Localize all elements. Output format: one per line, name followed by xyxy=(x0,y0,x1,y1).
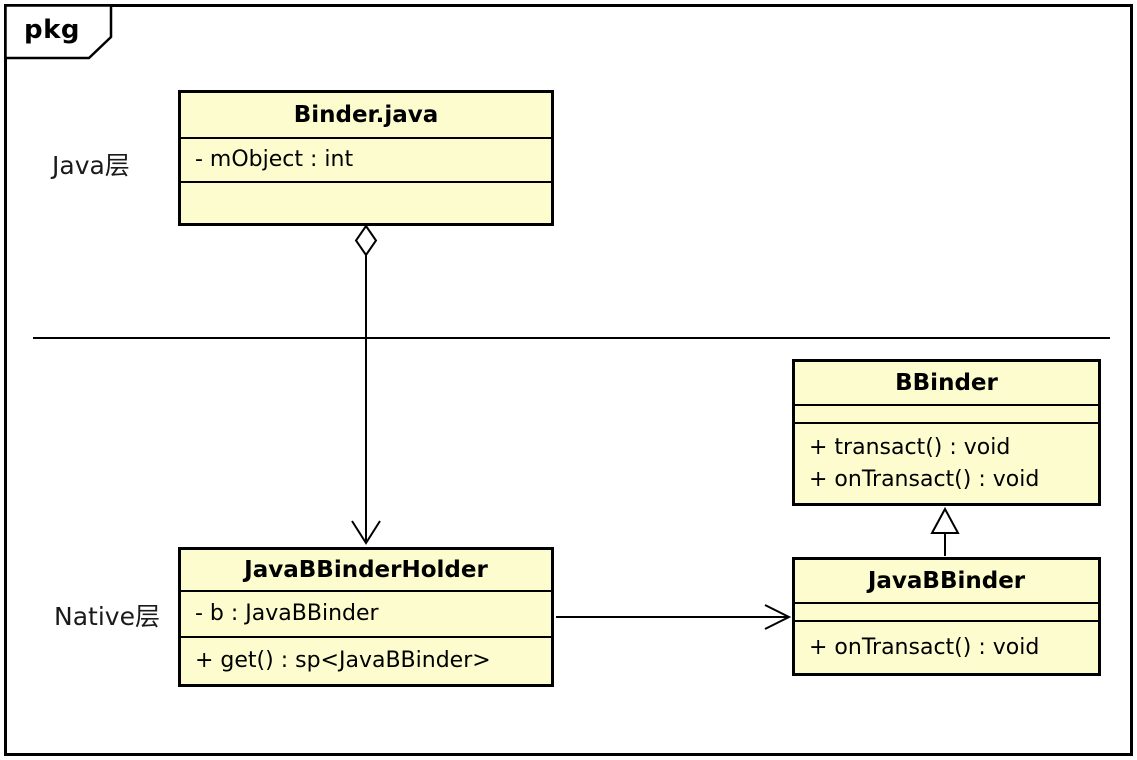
generalization-triangle-icon xyxy=(930,506,960,534)
package-tab-shape xyxy=(4,4,113,60)
method: + onTransact() : void xyxy=(809,634,1040,660)
class-methods: + onTransact() : void xyxy=(795,622,1098,673)
native-layer-label: Native层 xyxy=(54,602,160,631)
class-name: Binder.java xyxy=(181,93,551,139)
attribute: - mObject : int xyxy=(195,147,354,172)
method: + onTransact() : void xyxy=(809,466,1040,492)
association-arrowhead-icon xyxy=(764,604,792,630)
package-frame-border xyxy=(4,4,1133,756)
java-layer-label: Java层 xyxy=(52,151,130,180)
class-name: JavaBBinder xyxy=(795,560,1098,604)
class-attributes: - b : JavaBBinder xyxy=(181,592,551,638)
class-methods: + get() : sp<JavaBBinder> xyxy=(181,638,551,684)
class-javabbinder: JavaBBinder + onTransact() : void xyxy=(792,557,1101,676)
aggregation-arrowhead-icon xyxy=(351,520,381,545)
package-tab-label: pkg xyxy=(24,15,81,45)
class-name: JavaBBinderHolder xyxy=(181,550,551,592)
class-bbinder: BBinder + transact() : void + onTransact… xyxy=(792,359,1101,506)
attribute: - b : JavaBBinder xyxy=(195,601,379,626)
class-attributes xyxy=(795,406,1098,424)
class-name: BBinder xyxy=(795,362,1098,406)
class-attributes xyxy=(795,604,1098,622)
method: + get() : sp<JavaBBinder> xyxy=(195,648,491,673)
class-binder-java: Binder.java - mObject : int xyxy=(178,90,554,226)
class-methods xyxy=(181,183,551,223)
method: + transact() : void xyxy=(809,434,1011,460)
class-attributes: - mObject : int xyxy=(181,139,551,183)
aggregation-diamond-icon xyxy=(354,224,378,257)
class-methods: + transact() : void + onTransact() : voi… xyxy=(795,424,1098,503)
class-javabbinderholder: JavaBBinderHolder - b : JavaBBinder + ge… xyxy=(178,547,554,687)
